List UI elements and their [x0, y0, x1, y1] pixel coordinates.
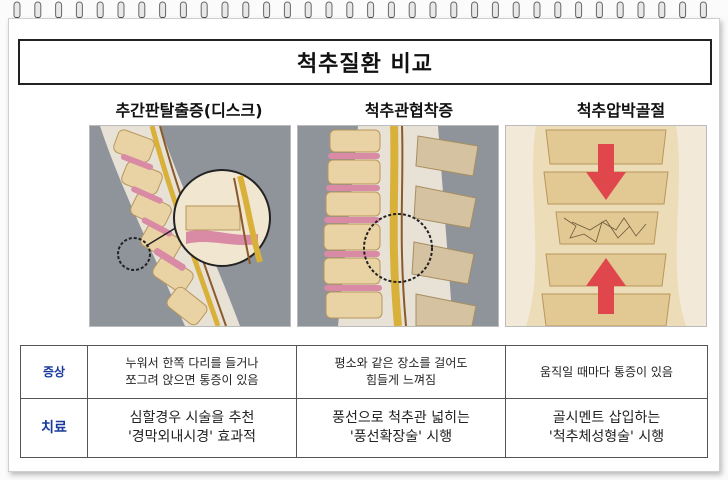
- cell-treatment-fracture: 골시멘트 삽입하는 '척추체성형술' 시행: [505, 398, 708, 458]
- binding-ring: [55, 1, 63, 19]
- binding-ring: [658, 1, 666, 19]
- table-row: 치료 심할경우 시술을 추천 '경막외내시경' 효과적 풍선으로 척추관 넓히는…: [20, 398, 708, 458]
- cell-symptom-disc: 누워서 한쪽 다리를 들거나 쪼그려 앉으면 통증이 있음: [87, 345, 297, 399]
- binding-ring: [242, 1, 250, 19]
- binding-ring: [387, 1, 395, 19]
- binding-ring: [200, 1, 208, 19]
- binding-ring: [533, 1, 541, 19]
- binding-ring: [138, 1, 146, 19]
- row-header-symptom: 증상: [20, 345, 88, 399]
- binding-ring: [429, 1, 437, 19]
- compression-fracture-illustration: [505, 125, 707, 327]
- binding-ring: [325, 1, 333, 19]
- binding-ring: [34, 1, 42, 19]
- column-label-fracture: 척추압박골절: [576, 101, 666, 120]
- binding-ring: [575, 1, 583, 19]
- binding-ring: [679, 1, 687, 19]
- comparison-table: 증상 누워서 한쪽 다리를 들거나 쪼그려 앉으면 통증이 있음 평소와 같은 …: [20, 345, 708, 458]
- card-frame: 척추질환 비교 추간판탈출증(디스크) 척추관협착증 척추압박골절: [8, 18, 720, 472]
- binding-ring: [637, 1, 645, 19]
- binding-ring: [221, 1, 229, 19]
- binding-ring: [13, 1, 21, 19]
- binding-ring: [408, 1, 416, 19]
- disc-herniation-illustration: [89, 125, 291, 327]
- binding-ring: [450, 1, 458, 19]
- binding-ring: [117, 1, 125, 19]
- binding-ring: [616, 1, 624, 19]
- binding-ring: [263, 1, 271, 19]
- binding-ring: [159, 1, 167, 19]
- cell-treatment-disc: 심할경우 시술을 추천 '경막외내시경' 효과적: [87, 398, 297, 458]
- column-label-disc: 추간판탈출증(디스크): [115, 101, 263, 120]
- binding-ring: [491, 1, 499, 19]
- binding-ring: [595, 1, 603, 19]
- title-box: 척추질환 비교: [18, 39, 712, 85]
- column-label-stenosis: 척추관협착증: [364, 101, 454, 120]
- binding-ring: [554, 1, 562, 19]
- binding-ring: [75, 1, 83, 19]
- binding-ring: [96, 1, 104, 19]
- cell-symptom-stenosis: 평소와 같은 장소를 걸어도 힘들게 느껴짐: [296, 345, 506, 399]
- binding-ring: [304, 1, 312, 19]
- row-header-treatment: 치료: [20, 398, 88, 458]
- cell-symptom-fracture: 움직일 때마다 통증이 있음: [505, 345, 708, 399]
- binding-ring: [179, 1, 187, 19]
- spinal-stenosis-illustration: [297, 125, 499, 327]
- binding-ring: [699, 1, 707, 19]
- page-title: 척추질환 비교: [296, 52, 434, 77]
- table-row: 증상 누워서 한쪽 다리를 들거나 쪼그려 앉으면 통증이 있음 평소와 같은 …: [20, 345, 708, 399]
- binding-ring: [283, 1, 291, 19]
- binding-ring: [512, 1, 520, 19]
- binding-ring: [346, 1, 354, 19]
- cell-treatment-stenosis: 풍선으로 척추관 넓히는 '풍선확장술' 시행: [296, 398, 506, 458]
- binding-ring: [367, 1, 375, 19]
- binding-ring: [471, 1, 479, 19]
